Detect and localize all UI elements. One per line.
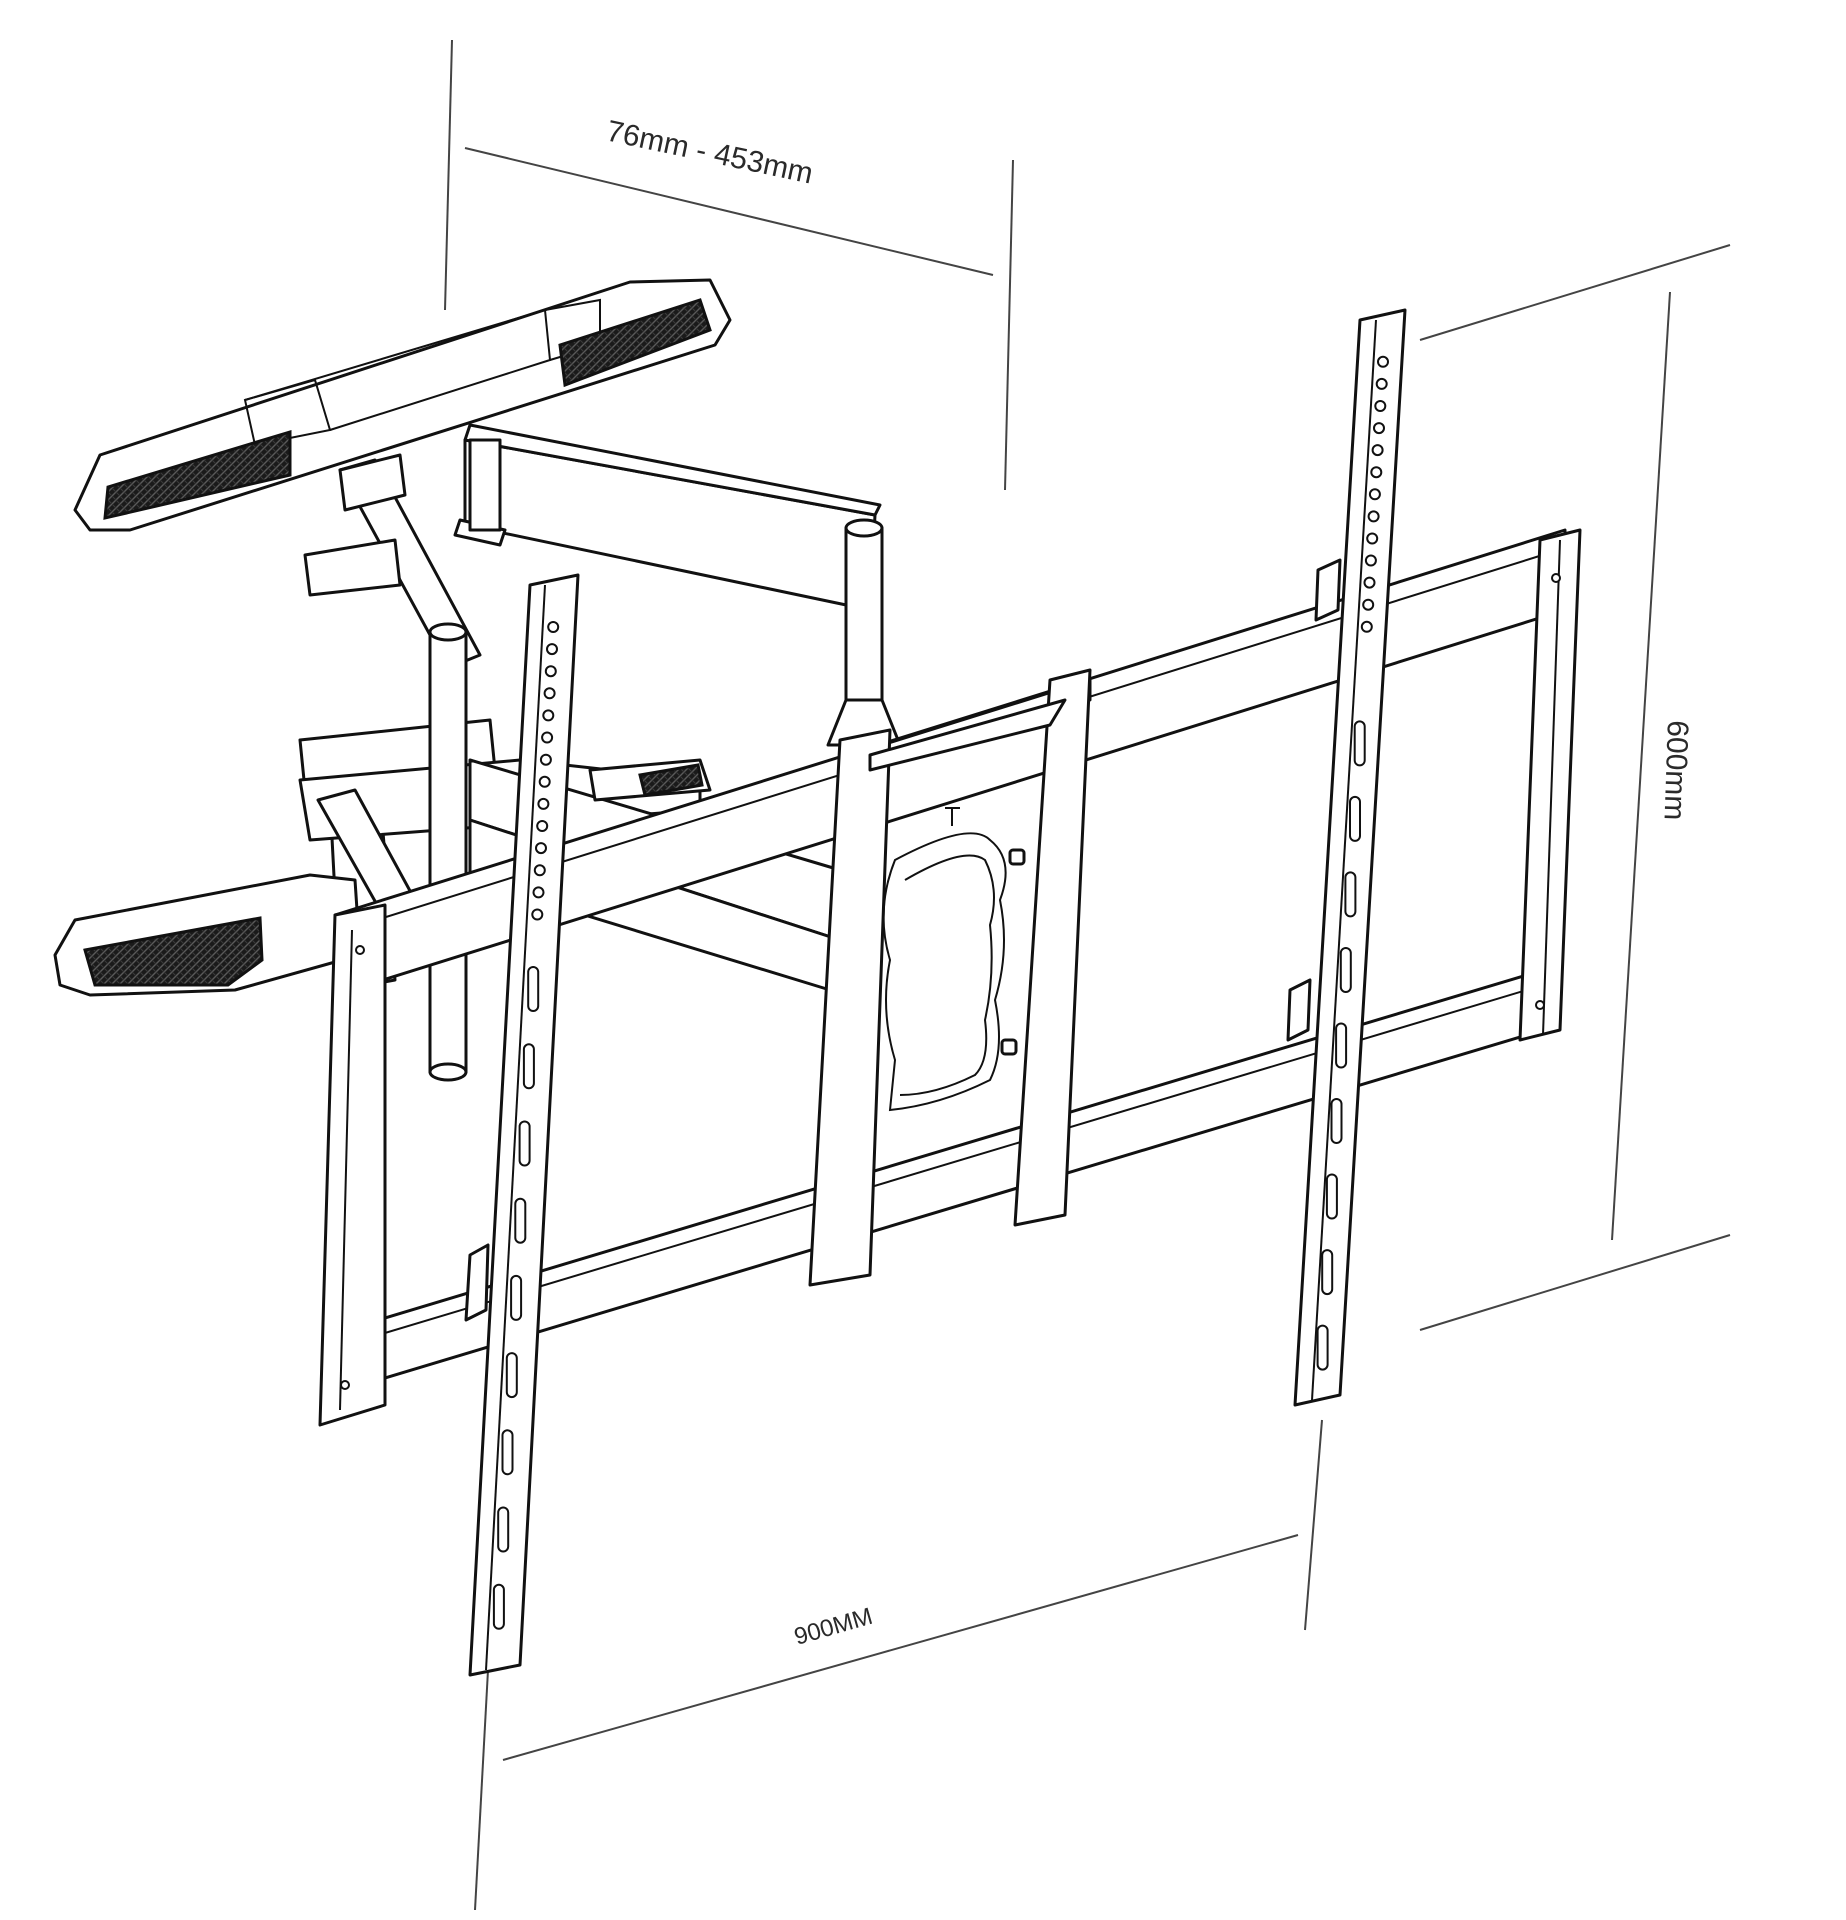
mounting-hole — [535, 842, 547, 855]
mounting-hole — [1374, 400, 1387, 412]
mounting-hole — [1377, 355, 1389, 368]
mounting-hole — [544, 665, 557, 678]
mounting-slot — [522, 1043, 535, 1090]
mounting-hole — [1362, 598, 1375, 611]
lower-wall-bracket — [53, 758, 712, 997]
mounting-slot — [518, 1120, 531, 1167]
dimension-arm-extension: 76mm - 453mm — [444, 39, 1014, 491]
mounting-hole — [547, 621, 560, 633]
mounting-slot — [510, 1274, 523, 1321]
mounting-slot — [501, 1429, 514, 1476]
mounting-slot — [1316, 1324, 1329, 1371]
mounting-hole — [546, 643, 558, 656]
dimension-vertical: 600mm — [1419, 244, 1731, 1331]
frame-rail-left — [318, 903, 387, 1427]
mounting-slot — [492, 1583, 505, 1630]
vertical-dimension-label: 600mm — [1658, 720, 1694, 821]
mounting-slot — [527, 966, 540, 1012]
mounting-hole — [1360, 620, 1373, 633]
mounting-hole — [539, 753, 552, 766]
mounting-slot — [1321, 1249, 1334, 1296]
mounting-slot — [1349, 795, 1361, 842]
arm-extension-label: 76mm - 453mm — [604, 115, 816, 191]
horizontal-dimension-label: 900MM — [791, 1603, 875, 1651]
mounting-hole — [1363, 576, 1376, 589]
mounting-hole — [536, 820, 549, 832]
mounting-slot — [1353, 720, 1366, 767]
mounting-slot — [497, 1506, 510, 1553]
upper-wall-bracket — [73, 278, 732, 532]
mounting-hole — [541, 731, 554, 744]
mounting-hole — [538, 775, 551, 788]
strip-mounting-holes — [492, 355, 1389, 1630]
mounting-slot — [1325, 1173, 1338, 1220]
mounting-slot — [1344, 871, 1357, 918]
mounting-slot — [1330, 1098, 1343, 1144]
mounting-hole — [1371, 444, 1384, 457]
mounting-hole — [543, 687, 556, 700]
mounting-hole — [531, 908, 544, 921]
mounting-slot — [514, 1197, 527, 1244]
mounting-hole — [532, 886, 545, 899]
mounting-slot — [1339, 947, 1352, 993]
mounting-hole — [1364, 554, 1377, 567]
frame-rail-right — [1518, 528, 1582, 1042]
lower-bracket-pad — [83, 916, 264, 987]
mounting-hole — [1370, 466, 1383, 479]
mounting-slot — [505, 1352, 518, 1399]
mounting-hole — [1367, 510, 1380, 523]
mounting-slot — [1335, 1022, 1348, 1069]
mounting-hole — [1368, 488, 1381, 501]
mounting-hole — [1375, 377, 1388, 390]
mounting-hole — [1366, 532, 1379, 545]
mounting-hole — [533, 864, 546, 877]
vertical-strip-right — [1286, 308, 1407, 1407]
center-mounting-bracket — [808, 668, 1092, 1287]
mounting-hole — [537, 797, 550, 810]
upper-bracket-pad-left — [103, 429, 292, 520]
dimension-horizontal: 900MM — [474, 1419, 1323, 1911]
upper-bracket-pad-right — [558, 298, 712, 388]
mounting-hole — [1373, 422, 1385, 435]
mounting-hole — [542, 709, 555, 722]
